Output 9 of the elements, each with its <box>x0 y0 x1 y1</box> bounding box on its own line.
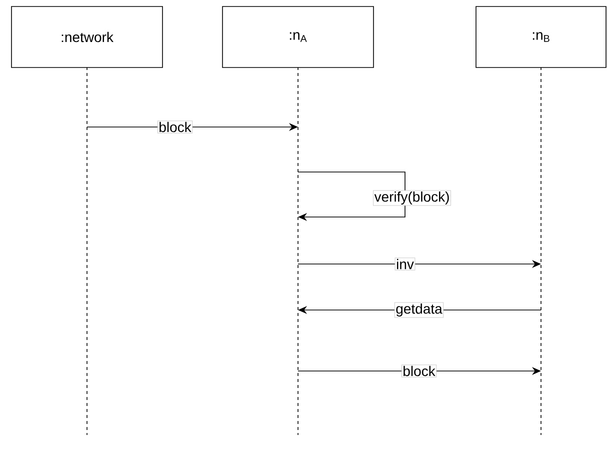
edge-label: getdata <box>394 302 444 318</box>
edge-label: block <box>157 120 193 134</box>
edge-label: block <box>401 364 437 378</box>
edge-label: inv <box>394 258 416 270</box>
lifeline-head-box: :n$_{B}$ <box>476 6 606 68</box>
message-arrow <box>298 172 406 222</box>
lifeline-head-box: :network <box>11 6 163 68</box>
edge-label: verify(block) <box>373 190 451 206</box>
lifeline-head-box: :n$_{A}$ <box>222 6 374 68</box>
